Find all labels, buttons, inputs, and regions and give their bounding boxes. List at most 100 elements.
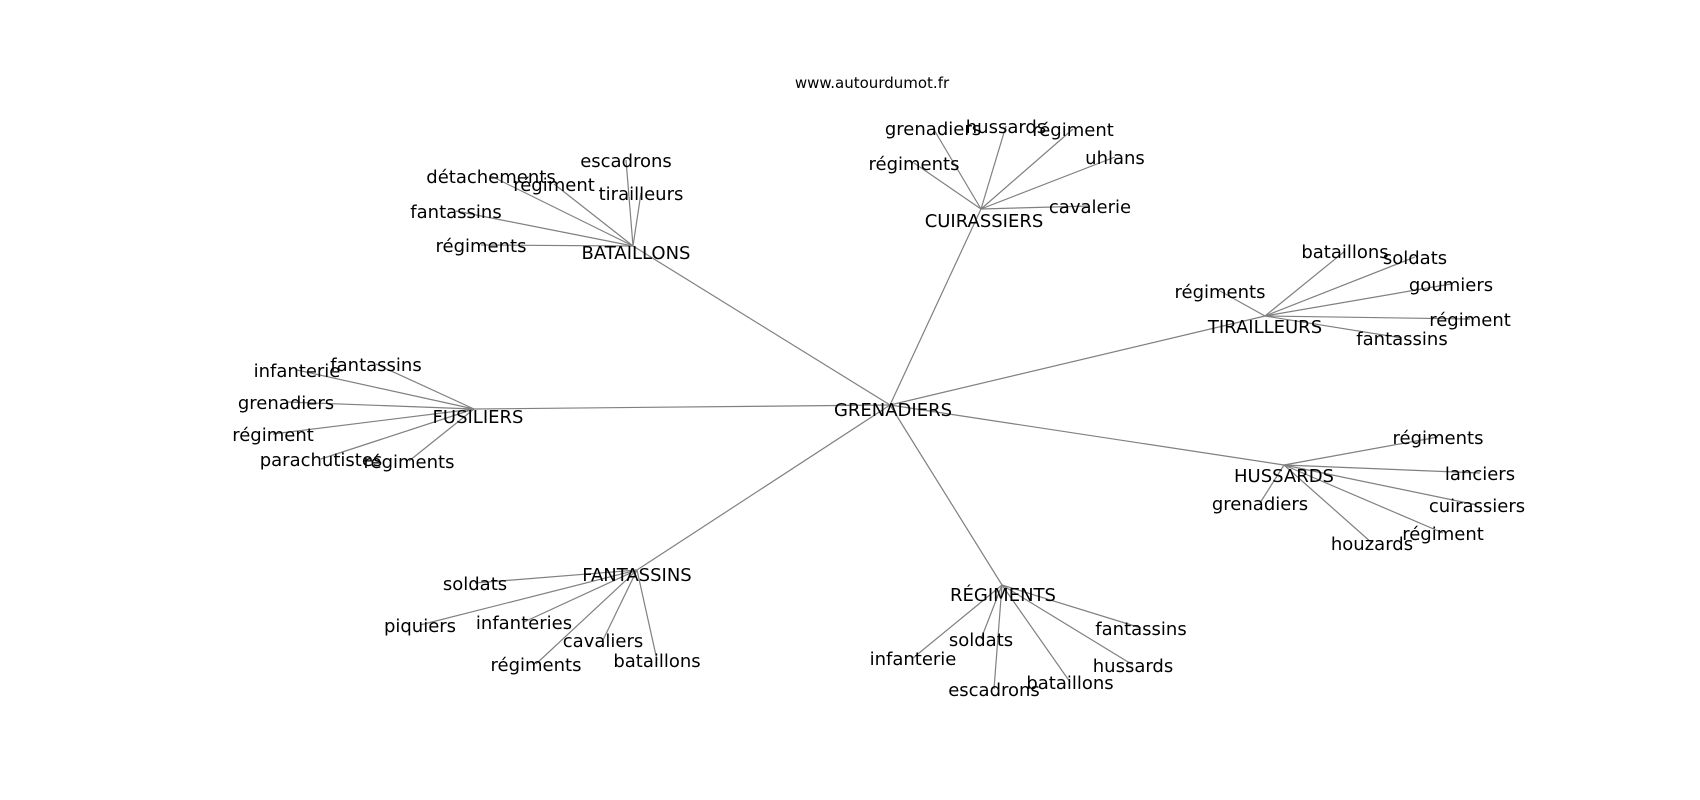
edge-regiments-1 xyxy=(980,584,1003,640)
leaf-label: goumiers xyxy=(1409,275,1493,296)
leaf-label: fantassins xyxy=(1356,329,1447,350)
leaf-label: bataillons xyxy=(1301,242,1388,263)
edge-fantassins-2 xyxy=(523,569,638,623)
edge-fusiliers-2 xyxy=(285,401,475,410)
edge-center-fusiliers xyxy=(473,404,891,410)
source-url: www.autourdumot.fr xyxy=(795,74,950,92)
hub-label-regiments: RÉGIMENTS xyxy=(950,584,1056,606)
edge-fantassins-5 xyxy=(636,569,658,661)
leaf-label: bataillons xyxy=(613,651,700,672)
hub-label-fusiliers: FUSILIERS xyxy=(433,407,524,428)
edge-hussards-3 xyxy=(1283,464,1478,506)
center-label: GRENADIERS xyxy=(834,400,952,421)
edge-tirailleurs-0 xyxy=(1264,250,1346,317)
graph-edges xyxy=(272,125,1481,690)
leaf-label: escadrons xyxy=(948,680,1040,701)
hub-label-fantassins: FANTASSINS xyxy=(582,565,691,586)
edge-bataillons-3 xyxy=(632,192,642,247)
leaf-label: infanterie xyxy=(870,649,957,670)
edge-fusiliers-5 xyxy=(408,408,475,462)
leaf-label: grenadiers xyxy=(238,393,334,414)
leaf-label: détachements xyxy=(426,167,555,188)
edge-center-fantassins xyxy=(636,404,891,571)
edge-regiments-3 xyxy=(1001,584,1134,666)
edge-cuirassiers-3 xyxy=(980,156,1116,210)
leaf-label: soldats xyxy=(1383,248,1447,269)
edge-fantassins-3 xyxy=(602,569,638,641)
leaf-label: fantassins xyxy=(330,355,421,376)
leaf-label: parachutistes xyxy=(260,450,383,471)
edge-fantassins-1 xyxy=(419,569,638,626)
hub-label-cuirassiers: CUIRASSIERS xyxy=(925,211,1044,232)
leaf-label: cuirassiers xyxy=(1429,496,1525,517)
edge-regiments-5 xyxy=(993,584,1003,690)
leaf-label: régiments xyxy=(1175,282,1266,303)
edge-hussards-5 xyxy=(1283,464,1373,544)
edge-tirailleurs-3 xyxy=(1264,283,1452,317)
edge-cuirassiers-2 xyxy=(980,128,1074,210)
leaf-label: régiments xyxy=(491,655,582,676)
edge-bataillons-5 xyxy=(480,244,634,247)
edge-hussards-4 xyxy=(1283,464,1444,534)
leaf-label: infanteries xyxy=(476,613,572,634)
leaf-label: uhlans xyxy=(1085,148,1145,169)
hub-label-bataillons: BATAILLONS xyxy=(582,243,691,264)
leaf-label: cavalerie xyxy=(1049,197,1131,218)
edge-cuirassiers-1 xyxy=(980,125,1007,210)
edge-center-regiments xyxy=(889,404,1003,586)
edge-regiments-0 xyxy=(1001,584,1142,629)
leaf-label: grenadiers xyxy=(885,119,981,140)
leaf-label: régiment xyxy=(232,425,314,446)
edge-cuirassiers-0 xyxy=(932,127,982,210)
edge-center-tirailleurs xyxy=(889,315,1266,406)
leaf-label: piquiers xyxy=(384,616,456,637)
edge-fusiliers-3 xyxy=(272,408,475,435)
edge-tirailleurs-4 xyxy=(1264,315,1471,320)
edge-fantassins-0 xyxy=(474,569,638,584)
leaf-label: bataillons xyxy=(1026,673,1113,694)
edge-cuirassiers-4 xyxy=(913,162,982,210)
leaf-label: régiment xyxy=(513,175,595,196)
leaf-label: fantassins xyxy=(1095,619,1186,640)
leaf-label: soldats xyxy=(949,630,1013,651)
leaf-label: régiments xyxy=(364,452,455,473)
leaf-label: hussards xyxy=(1093,656,1174,677)
edge-fusiliers-1 xyxy=(375,363,475,410)
leaf-label: régiment xyxy=(1402,524,1484,545)
leaf-label: infanterie xyxy=(254,361,341,382)
leaf-label: escadrons xyxy=(580,151,672,172)
leaf-label: régiments xyxy=(1393,428,1484,449)
leaf-label: grenadiers xyxy=(1212,494,1308,515)
leaf-label: régiments xyxy=(869,154,960,175)
leaf-label: tirailleurs xyxy=(599,184,684,205)
edge-center-cuirassiers xyxy=(889,208,982,406)
edge-bataillons-0 xyxy=(625,159,634,247)
edge-hussards-1 xyxy=(1283,464,1481,474)
edge-tirailleurs-2 xyxy=(1219,290,1266,317)
edge-bataillons-1 xyxy=(490,175,634,247)
leaf-label: régiment xyxy=(1429,310,1511,331)
edge-hussards-0 xyxy=(1283,436,1439,466)
leaf-label: fantassins xyxy=(410,202,501,223)
edge-bataillons-2 xyxy=(553,183,634,247)
leaf-label: régiment xyxy=(1032,120,1114,141)
hub-label-tirailleurs: TIRAILLEURS xyxy=(1207,317,1322,338)
leaf-label: houzards xyxy=(1331,534,1413,555)
edge-hussards-2 xyxy=(1259,464,1285,504)
leaf-label: lanciers xyxy=(1445,464,1515,485)
edge-regiments-2 xyxy=(912,584,1003,659)
edge-bataillons-4 xyxy=(455,210,634,247)
leaf-label: soldats xyxy=(443,574,507,595)
edge-center-hussards xyxy=(889,404,1285,466)
edge-fusiliers-4 xyxy=(320,408,475,460)
edge-fusiliers-0 xyxy=(296,369,475,410)
edge-center-bataillons xyxy=(632,245,891,406)
leaf-label: hussards xyxy=(966,117,1047,138)
leaf-label: régiments xyxy=(436,236,527,257)
edge-tirailleurs-5 xyxy=(1264,315,1403,339)
edge-cuirassiers-5 xyxy=(980,205,1091,210)
edge-tirailleurs-1 xyxy=(1264,256,1416,317)
edge-regiments-4 xyxy=(1001,584,1071,683)
